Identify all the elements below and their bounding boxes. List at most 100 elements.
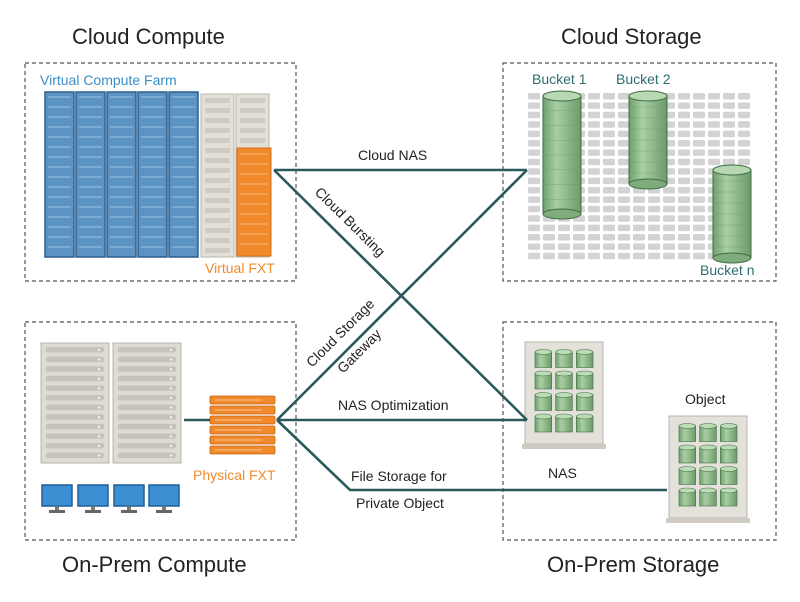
onprem-rack-led bbox=[97, 396, 101, 400]
onprem-rack-slot bbox=[118, 366, 176, 372]
storage-block bbox=[723, 140, 735, 147]
storage-block bbox=[738, 111, 750, 119]
storage-block bbox=[618, 205, 630, 213]
storage-block bbox=[543, 252, 555, 260]
storage-block bbox=[633, 215, 645, 222]
nas-disk-top bbox=[555, 349, 573, 355]
storage-block bbox=[618, 130, 630, 138]
object-disk-top bbox=[678, 423, 696, 429]
object-enclosure bbox=[666, 415, 750, 523]
storage-block bbox=[663, 205, 675, 213]
grey-rack-slot bbox=[205, 178, 230, 183]
monitor-base bbox=[121, 510, 137, 513]
storage-block bbox=[678, 234, 690, 241]
storage-block bbox=[663, 196, 675, 203]
onprem-rack-led bbox=[169, 454, 173, 457]
storage-block bbox=[648, 224, 660, 232]
monitor-screen bbox=[77, 484, 109, 507]
label-cloud-bursting: Cloud Bursting bbox=[312, 184, 389, 260]
label-bucket-n: Bucket n bbox=[700, 262, 754, 278]
storage-block bbox=[708, 149, 720, 156]
grey-rack-slot bbox=[205, 218, 230, 223]
storage-block bbox=[528, 121, 540, 128]
storage-block bbox=[528, 196, 540, 203]
onprem-rack-led bbox=[97, 406, 101, 409]
storage-block bbox=[708, 111, 720, 119]
storage-block bbox=[588, 158, 600, 166]
storage-block bbox=[528, 158, 540, 166]
onprem-rack-led bbox=[97, 377, 101, 380]
label-file-storage-line1: File Storage for bbox=[351, 468, 447, 484]
storage-block bbox=[618, 140, 630, 147]
label-nas: NAS bbox=[548, 465, 577, 481]
storage-block bbox=[678, 158, 690, 166]
storage-block bbox=[618, 149, 630, 156]
storage-block bbox=[543, 224, 555, 232]
nas-disk-top bbox=[534, 392, 552, 398]
onprem-rack-led bbox=[169, 416, 173, 419]
onprem-rack-led bbox=[97, 387, 101, 390]
storage-block bbox=[603, 234, 615, 241]
storage-block bbox=[723, 102, 735, 109]
storage-block bbox=[618, 243, 630, 250]
onprem-rack-slot bbox=[118, 395, 176, 401]
storage-block bbox=[558, 252, 570, 260]
onprem-rack-led bbox=[169, 425, 173, 428]
storage-block bbox=[633, 196, 645, 203]
grey-rack-slot bbox=[240, 108, 265, 113]
onprem-storage-box bbox=[502, 321, 777, 541]
onprem-rack-led bbox=[169, 396, 173, 400]
storage-block bbox=[678, 252, 690, 260]
cylinder-top bbox=[542, 90, 582, 102]
onprem-rack-led bbox=[97, 425, 101, 428]
storage-block bbox=[678, 224, 690, 232]
storage-block bbox=[738, 93, 750, 100]
onprem-rack-led bbox=[169, 406, 173, 409]
onprem-rack-led bbox=[97, 368, 101, 371]
storage-block bbox=[603, 111, 615, 119]
connection-lines bbox=[184, 168, 667, 492]
grey-rack-slot bbox=[205, 188, 230, 193]
storage-block bbox=[618, 215, 630, 222]
onprem-rack-led bbox=[169, 358, 173, 361]
label-bucket-2: Bucket 2 bbox=[616, 71, 671, 87]
storage-block bbox=[678, 149, 690, 156]
storage-block bbox=[648, 234, 660, 241]
monitor-neck bbox=[55, 506, 59, 510]
title-onprem-compute: On-Prem Compute bbox=[62, 552, 247, 577]
label-nas-optimization: NAS Optimization bbox=[338, 397, 448, 413]
storage-block bbox=[603, 121, 615, 128]
storage-block bbox=[678, 102, 690, 109]
grey-rack-slot bbox=[205, 118, 230, 123]
grey-rack-slot bbox=[205, 228, 230, 233]
storage-block bbox=[603, 243, 615, 250]
storage-block bbox=[618, 234, 630, 241]
storage-block bbox=[528, 111, 540, 119]
storage-block bbox=[588, 234, 600, 241]
storage-block bbox=[528, 130, 540, 138]
grey-rack-slot bbox=[240, 138, 265, 143]
storage-block bbox=[573, 243, 585, 250]
storage-block bbox=[528, 149, 540, 156]
grey-rack-slot bbox=[240, 128, 265, 133]
grey-rack-slot bbox=[205, 238, 230, 243]
storage-block bbox=[648, 215, 660, 222]
storage-block bbox=[648, 243, 660, 250]
storage-block bbox=[588, 140, 600, 147]
storage-block bbox=[588, 111, 600, 119]
grey-rack-slot bbox=[205, 148, 230, 153]
storage-block bbox=[693, 252, 705, 260]
storage-block bbox=[588, 215, 600, 222]
line-file-storage bbox=[276, 419, 667, 492]
storage-block bbox=[663, 234, 675, 241]
object-storage-unit bbox=[666, 415, 750, 523]
storage-block bbox=[618, 102, 630, 109]
grey-rack-slot bbox=[205, 208, 230, 213]
storage-block bbox=[618, 252, 630, 260]
storage-block bbox=[678, 205, 690, 213]
nas-disk-top bbox=[555, 392, 573, 398]
storage-block bbox=[618, 177, 630, 185]
storage-block bbox=[558, 243, 570, 250]
storage-block bbox=[633, 252, 645, 260]
object-disk-top bbox=[720, 423, 738, 429]
